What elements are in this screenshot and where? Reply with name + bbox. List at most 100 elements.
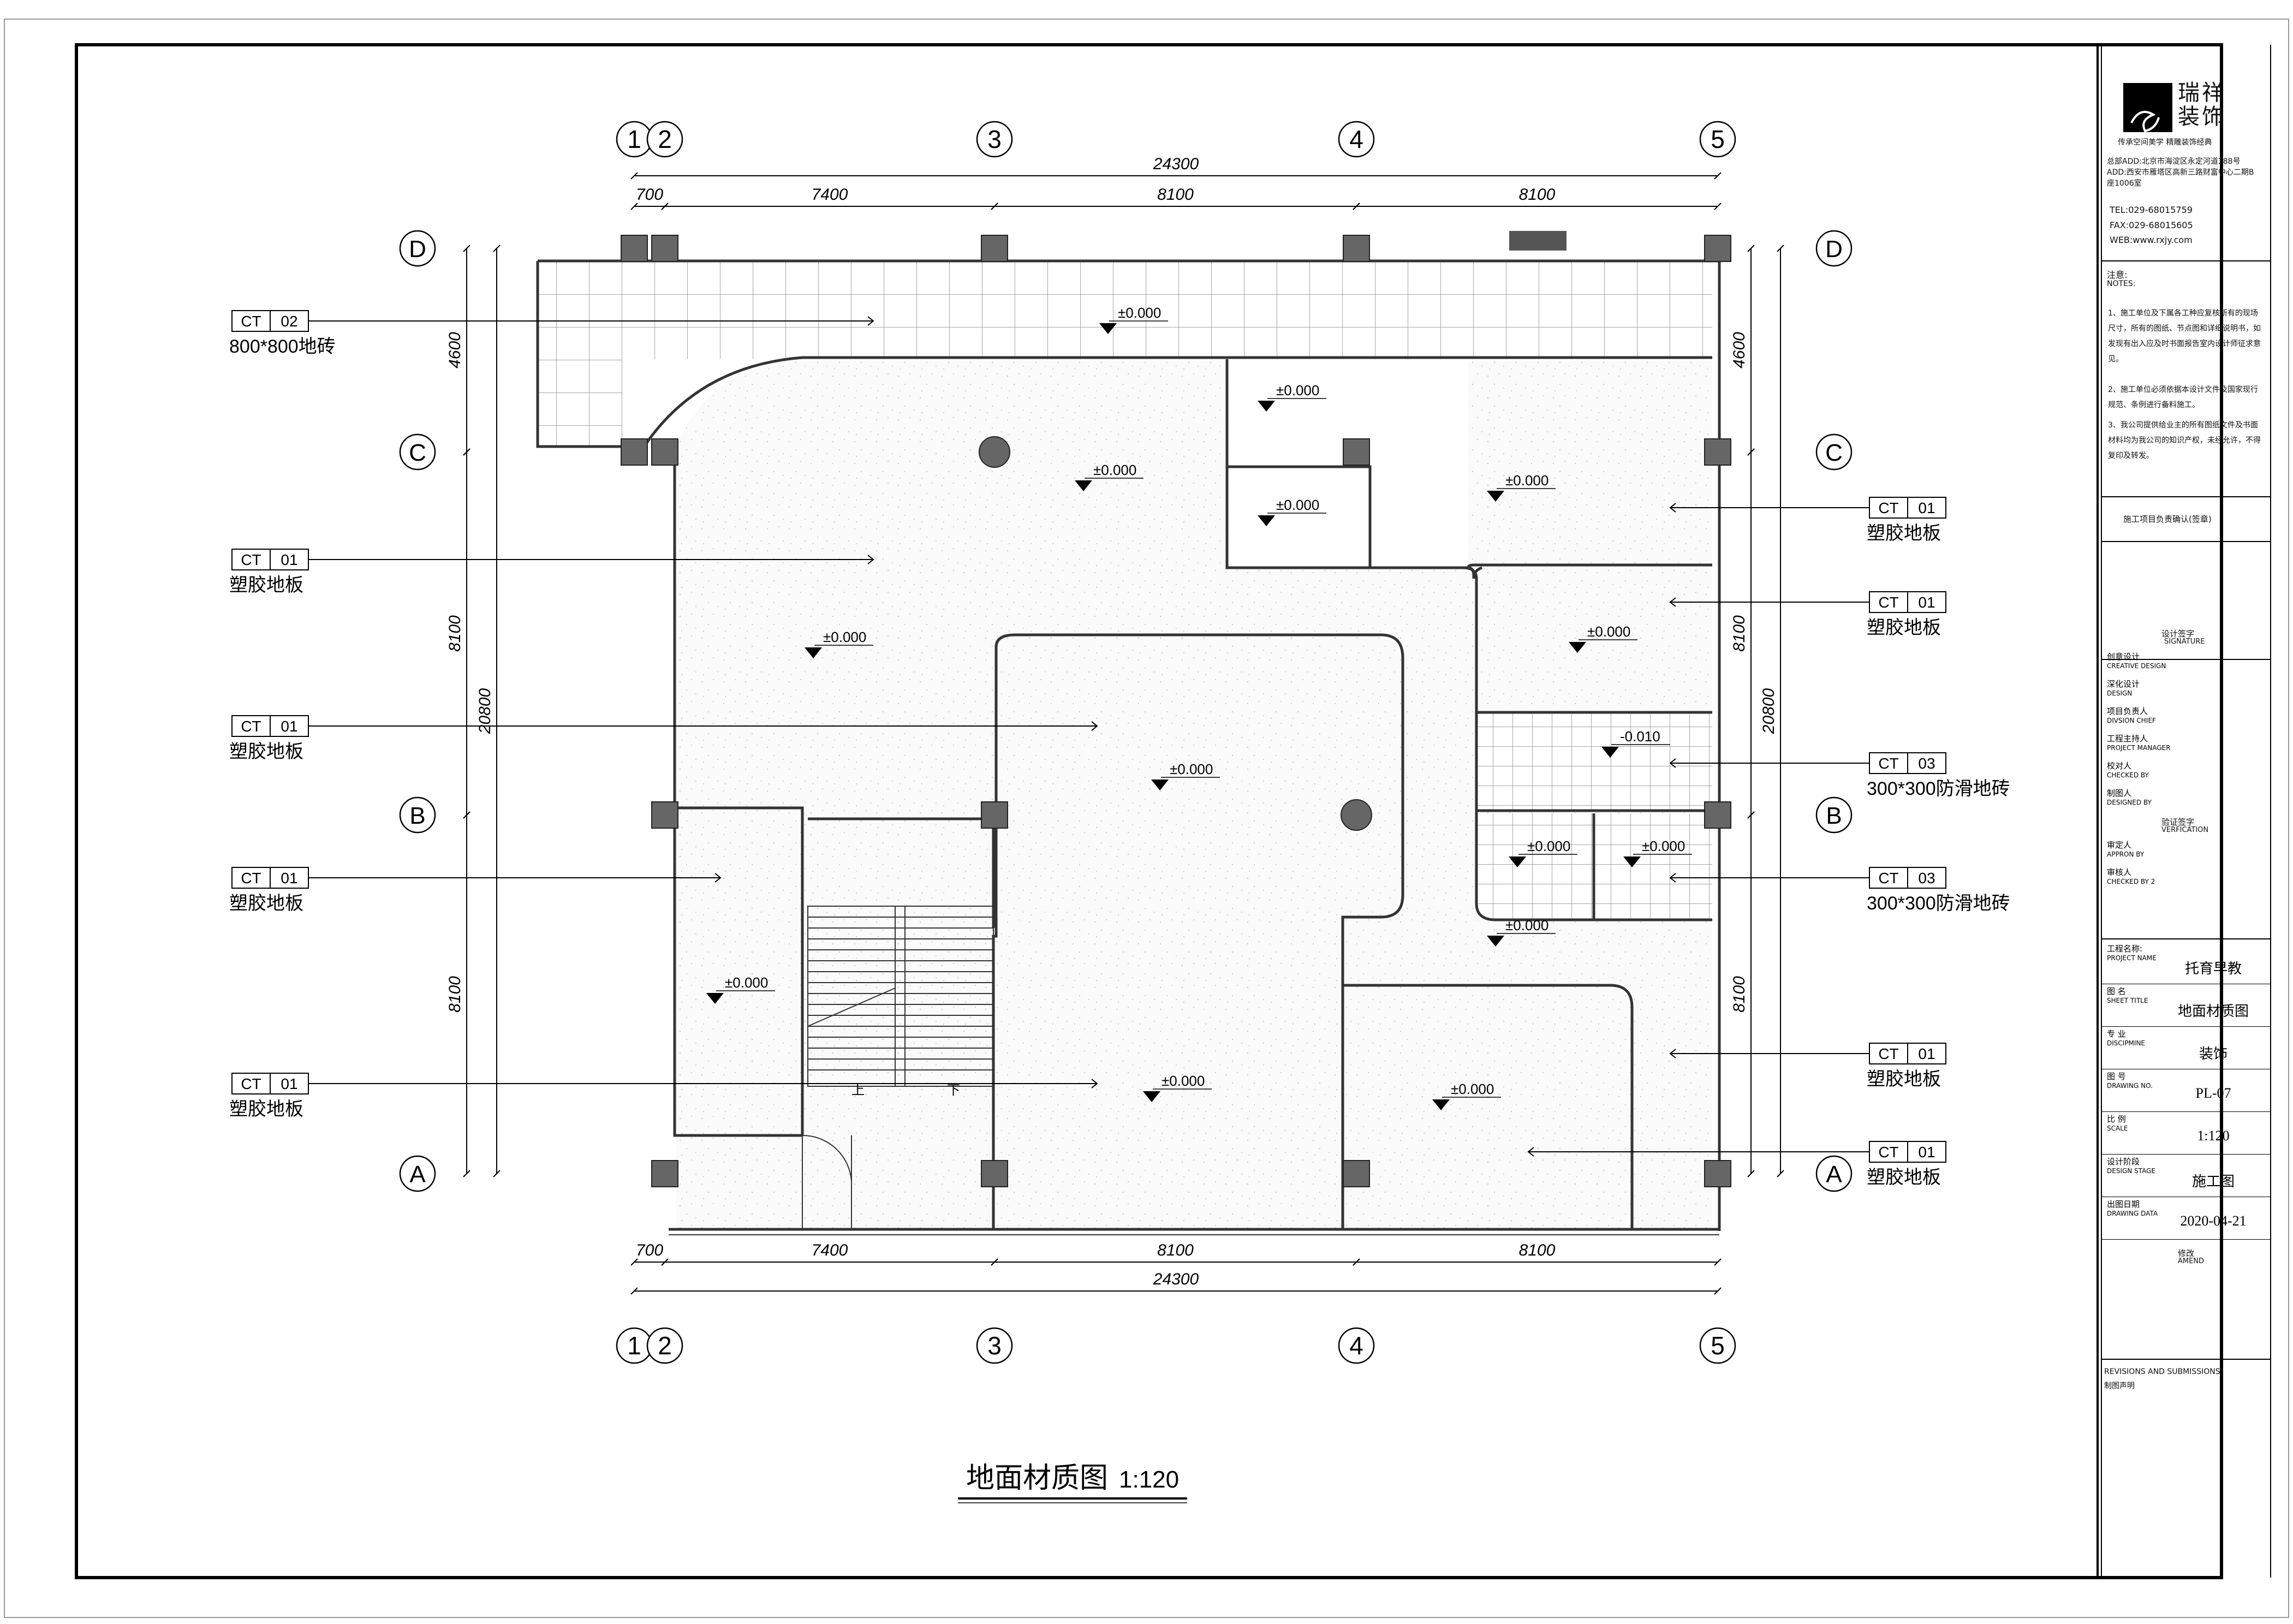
field-value: 装饰	[2199, 1046, 2228, 1062]
dim-seg-h-1-0-tick	[630, 1258, 638, 1266]
grid-label-row-C: C	[1825, 439, 1843, 466]
level-marker-icon	[706, 993, 724, 1004]
dim-seg-left-2-tick	[463, 1170, 470, 1177]
company-logo-icon	[2123, 83, 2172, 132]
field-value: 2020-04-21	[2180, 1213, 2247, 1229]
revisions-en: REVISIONS AND SUBMISSIONS	[2104, 1367, 2220, 1376]
field-en: SCALE	[2107, 1125, 2128, 1132]
dim-total-h-1-tick	[630, 1287, 638, 1295]
grid-bubble-col-4	[1338, 121, 1375, 158]
grid-bubble-col-3	[976, 1327, 1013, 1364]
dim-seg-left-1-tick	[463, 448, 470, 456]
grid-label-col-2: 2	[658, 125, 672, 153]
grid-label-col-4: 4	[1349, 1331, 1363, 1360]
grid-label-col-4: 4	[1349, 125, 1363, 153]
field-en: PROJECT NAME	[2107, 954, 2157, 962]
field-value: 施工图	[2191, 1174, 2235, 1189]
role-en: DESIGNED BY	[2107, 799, 2152, 806]
tag-arrow-5	[1669, 503, 1676, 513]
level-marker-icon	[1075, 480, 1092, 491]
corridor-tile-area	[538, 261, 1712, 359]
tag-num-10: 01	[1918, 1144, 1935, 1161]
dim-seg-h-0-0: 700	[636, 186, 663, 204]
field-cn: 工程名称:	[2107, 944, 2143, 954]
grid-label-col-1: 1	[627, 125, 641, 153]
dim-seg-right-2-tick	[1747, 811, 1755, 819]
notes-en: NOTES:	[2107, 279, 2136, 288]
dim-seg-left-2: 8100	[446, 976, 464, 1013]
grid-label-row-A: A	[409, 1161, 426, 1188]
corner-tile-area	[538, 261, 622, 447]
dim-seg-h-1-0: 700	[636, 1241, 663, 1259]
field-0: 工程名称:PROJECT NAME	[2107, 944, 2265, 963]
grid-bubble-col-4	[1338, 1327, 1375, 1364]
column-5	[621, 438, 648, 466]
tag-arrow-8	[1669, 873, 1676, 883]
level-text-10: ±0.000	[1527, 838, 1570, 854]
signature-en: SIGNATURE	[2164, 638, 2205, 646]
dim-seg-h-0-3-tick	[1714, 203, 1722, 210]
field-separator	[2101, 1111, 2271, 1112]
dim-seg-h-0-1-tick	[661, 203, 669, 210]
tag-code-1: CT	[241, 551, 261, 568]
grid-bubble-row-C	[1815, 433, 1853, 471]
dim-seg-right-0: 4600	[1730, 332, 1748, 368]
brand-slogan: 传承空间美学 精雕装饰经典	[2118, 138, 2212, 147]
column-4	[1704, 235, 1731, 262]
grid-bubble-row-A	[1815, 1155, 1853, 1192]
field-separator	[2101, 1026, 2271, 1027]
dim-seg-right-1-tick	[1747, 448, 1755, 456]
grid-bubble-row-B	[1815, 796, 1853, 834]
tag-num-6: 01	[1918, 594, 1935, 611]
level-marker-icon	[1569, 642, 1586, 653]
tag-num-8: 03	[1918, 870, 1935, 887]
dim-seg-right-2: 8100	[1730, 976, 1748, 1013]
column-14	[1343, 1160, 1370, 1187]
tag-num-5: 01	[1918, 499, 1935, 516]
dim-total-h-0-tick	[1714, 172, 1722, 180]
tag-code-3: CT	[241, 870, 261, 887]
tag-num-9: 01	[1918, 1045, 1935, 1062]
level-text-2: ±0.000	[1276, 382, 1319, 398]
role2-en: APPRON BY	[2107, 850, 2145, 858]
tag-code-4: CT	[241, 1075, 261, 1092]
tag-label-0: 800*800地砖	[229, 336, 336, 357]
dim-total-left-tick	[493, 1170, 501, 1177]
dim-seg-h-0-1: 7400	[812, 186, 848, 204]
walls	[536, 259, 1721, 1235]
tag-arrow-7	[1669, 758, 1676, 768]
dim-seg-h-0-2: 8100	[1157, 186, 1194, 204]
field-en: DISCIPMINE	[2107, 1039, 2146, 1047]
grid-label-col-5: 5	[1711, 1331, 1725, 1360]
role-cn: 工程主持人	[2107, 734, 2148, 743]
tel: TEL:029-68015759	[2110, 205, 2193, 215]
tag-num-2: 01	[281, 718, 297, 735]
tag-label-10: 塑胶地板	[1867, 1167, 1941, 1188]
grid-label-col-3: 3	[987, 125, 1002, 153]
column-10	[981, 801, 1008, 829]
level-text-8: -0.010	[1620, 728, 1660, 745]
grid-label-row-B: B	[409, 802, 425, 829]
dim-seg-h-0-3-tick	[1353, 203, 1360, 210]
tag-arrow-6	[1669, 597, 1676, 607]
verify-en: VERFICATION	[2161, 826, 2209, 834]
tag-arrow-1	[867, 555, 874, 564]
field-value: 托育早教	[2184, 961, 2242, 977]
field-cn: 图 名	[2107, 986, 2126, 996]
field-cn: 图 号	[2107, 1072, 2126, 1081]
level-marker-icon	[1509, 856, 1526, 867]
role-en: DIVSION CHIEF	[2107, 717, 2156, 724]
column-1	[651, 235, 678, 262]
stair-down-label: 下	[947, 1083, 960, 1098]
column-7	[1343, 438, 1370, 466]
role-cn: 深化设计	[2107, 679, 2140, 689]
tag-label-6: 塑胶地板	[1867, 617, 1941, 638]
column-8	[1704, 438, 1731, 466]
field-cn: 设计阶段	[2107, 1157, 2140, 1167]
